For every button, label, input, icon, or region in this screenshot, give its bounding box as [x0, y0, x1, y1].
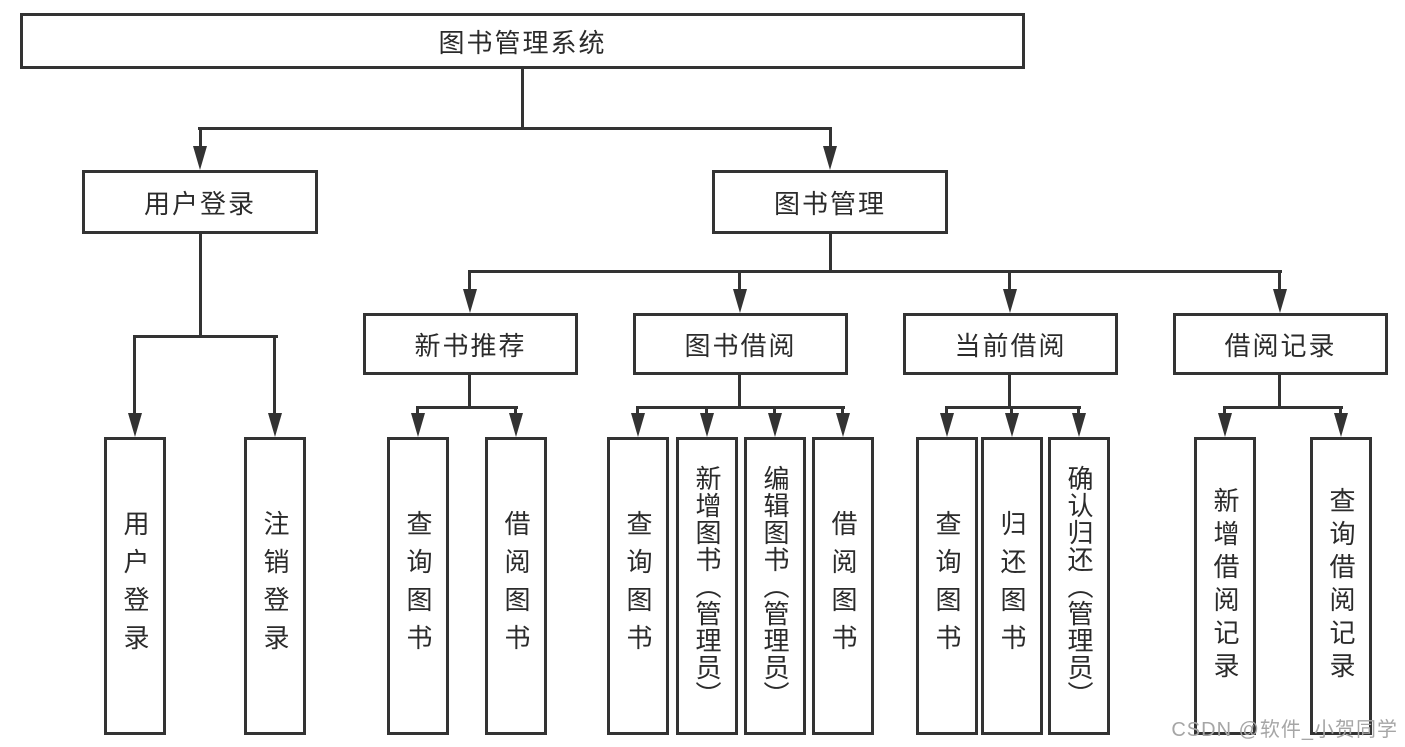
- node-new-book-recommend: 新书推荐: [363, 313, 578, 375]
- leaf-query-books-3: 查询图书: [916, 437, 978, 735]
- leaf-borrow-books-1-label: 借阅图书: [501, 510, 531, 662]
- connector-root-to-user-login: [199, 127, 202, 146]
- connector-book-management-branch: [468, 270, 1282, 273]
- arrow-to-leaf-query-borrow-record: [1334, 413, 1348, 437]
- leaf-confirm-return-admin-label: 确认归还（管理员）: [1064, 464, 1094, 708]
- connector-to-current-borrowing: [1008, 270, 1011, 289]
- leaf-add-borrow-record-label: 新增借阅记录: [1210, 487, 1240, 685]
- leaf-confirm-return-admin: 确认归还（管理员）: [1048, 437, 1110, 735]
- connector-to-leaf-edit-book: [773, 406, 776, 413]
- connector-borrowing-records-stem: [1278, 375, 1281, 406]
- node-user-login: 用户登录: [82, 170, 318, 234]
- node-book-borrowing: 图书借阅: [633, 313, 848, 375]
- leaf-borrow-books-1: 借阅图书: [485, 437, 547, 735]
- leaf-query-books-2-label: 查询图书: [623, 510, 653, 662]
- arrow-to-book-borrowing: [733, 289, 747, 313]
- leaf-add-borrow-record: 新增借阅记录: [1194, 437, 1256, 735]
- connector-to-leaf-query-books-1: [416, 406, 419, 413]
- arrow-to-leaf-borrow-books-1: [509, 413, 523, 437]
- arrow-to-book-management: [823, 146, 837, 170]
- leaf-query-borrow-record: 查询借阅记录: [1310, 437, 1372, 735]
- connector-root-stem: [521, 69, 524, 127]
- node-borrowing-records: 借阅记录: [1173, 313, 1388, 375]
- connector-book-management-stem: [829, 234, 832, 270]
- arrow-to-leaf-query-books-3: [940, 413, 954, 437]
- arrow-to-leaf-add-borrow-record: [1218, 413, 1232, 437]
- leaf-return-book-label: 归还图书: [997, 510, 1027, 662]
- connector-to-leaf-query-books-3: [945, 406, 948, 413]
- node-book-management: 图书管理: [712, 170, 948, 234]
- leaf-query-books-1-label: 查询图书: [403, 510, 433, 662]
- leaf-logout-login-label: 注销登录: [260, 510, 290, 662]
- connector-new-book-recommend-stem: [468, 375, 471, 406]
- connector-root-to-book-management: [829, 127, 832, 146]
- arrow-to-borrowing-records: [1273, 289, 1287, 313]
- leaf-query-books-2: 查询图书: [607, 437, 669, 735]
- connector-to-leaf-add-borrow-record: [1223, 406, 1226, 413]
- connector-to-leaf-query-borrow-record: [1339, 406, 1342, 413]
- leaf-user-login-label: 用户登录: [120, 510, 150, 662]
- connector-book-borrowing-stem: [738, 375, 741, 406]
- arrow-to-current-borrowing: [1003, 289, 1017, 313]
- node-current-borrowing: 当前借阅: [903, 313, 1118, 375]
- connector-current-borrowing-branch: [945, 406, 1081, 409]
- connector-book-borrowing-branch: [636, 406, 845, 409]
- leaf-query-books-3-label: 查询图书: [932, 510, 962, 662]
- node-user-login-label: 用户登录: [143, 188, 256, 219]
- leaf-add-book-admin: 新增图书（管理员）: [676, 437, 738, 735]
- connector-borrowing-records-branch: [1223, 406, 1343, 409]
- node-root: 图书管理系统: [20, 13, 1025, 69]
- arrow-to-leaf-query-books-1: [411, 413, 425, 437]
- arrow-to-leaf-add-book: [700, 413, 714, 437]
- node-new-book-recommend-label: 新书推荐: [414, 330, 527, 361]
- leaf-logout-login: 注销登录: [244, 437, 306, 735]
- arrow-to-leaf-logout: [268, 413, 282, 437]
- arrow-to-leaf-confirm-return: [1072, 413, 1086, 437]
- connector-current-borrowing-stem: [1008, 375, 1011, 406]
- connector-to-leaf-borrow-books-2: [841, 406, 844, 413]
- connector-new-book-recommend-branch: [416, 406, 518, 409]
- connector-to-leaf-user-login: [133, 335, 136, 413]
- connector-to-leaf-confirm-return: [1077, 406, 1080, 413]
- arrow-to-new-book-recommend: [463, 289, 477, 313]
- connector-to-leaf-borrow-books-1: [514, 406, 517, 413]
- arrow-to-leaf-user-login: [128, 413, 142, 437]
- node-borrowing-records-label: 借阅记录: [1224, 330, 1337, 361]
- connector-root-branch: [198, 127, 832, 130]
- connector-to-borrowing-records: [1278, 270, 1281, 289]
- leaf-borrow-books-2-label: 借阅图书: [828, 510, 858, 662]
- node-root-label: 图书管理系统: [438, 27, 607, 58]
- leaf-query-books-1: 查询图书: [387, 437, 449, 735]
- connector-to-book-borrowing: [738, 270, 741, 289]
- leaf-query-borrow-record-label: 查询借阅记录: [1326, 487, 1356, 685]
- leaf-borrow-books-2: 借阅图书: [812, 437, 874, 735]
- leaf-return-book: 归还图书: [981, 437, 1043, 735]
- node-book-management-label: 图书管理: [773, 188, 886, 219]
- connector-to-leaf-return-book: [1010, 406, 1013, 413]
- watermark-text: CSDN @软件_小贺同学: [1171, 719, 1398, 741]
- arrow-to-user-login: [193, 146, 207, 170]
- leaf-edit-book-admin-label: 编辑图书（管理员）: [760, 464, 790, 708]
- connector-to-leaf-logout: [273, 335, 276, 413]
- connector-to-leaf-query-books-2: [636, 406, 639, 413]
- arrow-to-leaf-edit-book: [768, 413, 782, 437]
- leaf-user-login: 用户登录: [104, 437, 166, 735]
- arrow-to-leaf-borrow-books-2: [836, 413, 850, 437]
- connector-to-new-book-recommend: [468, 270, 471, 289]
- leaf-edit-book-admin: 编辑图书（管理员）: [744, 437, 806, 735]
- arrow-to-leaf-return-book: [1005, 413, 1019, 437]
- arrow-to-leaf-query-books-2: [631, 413, 645, 437]
- connector-user-login-branch: [133, 335, 278, 338]
- node-current-borrowing-label: 当前借阅: [954, 330, 1067, 361]
- connector-to-leaf-add-book: [705, 406, 708, 413]
- leaf-add-book-admin-label: 新增图书（管理员）: [692, 464, 722, 708]
- connector-user-login-stem: [199, 234, 202, 335]
- node-book-borrowing-label: 图书借阅: [684, 330, 797, 361]
